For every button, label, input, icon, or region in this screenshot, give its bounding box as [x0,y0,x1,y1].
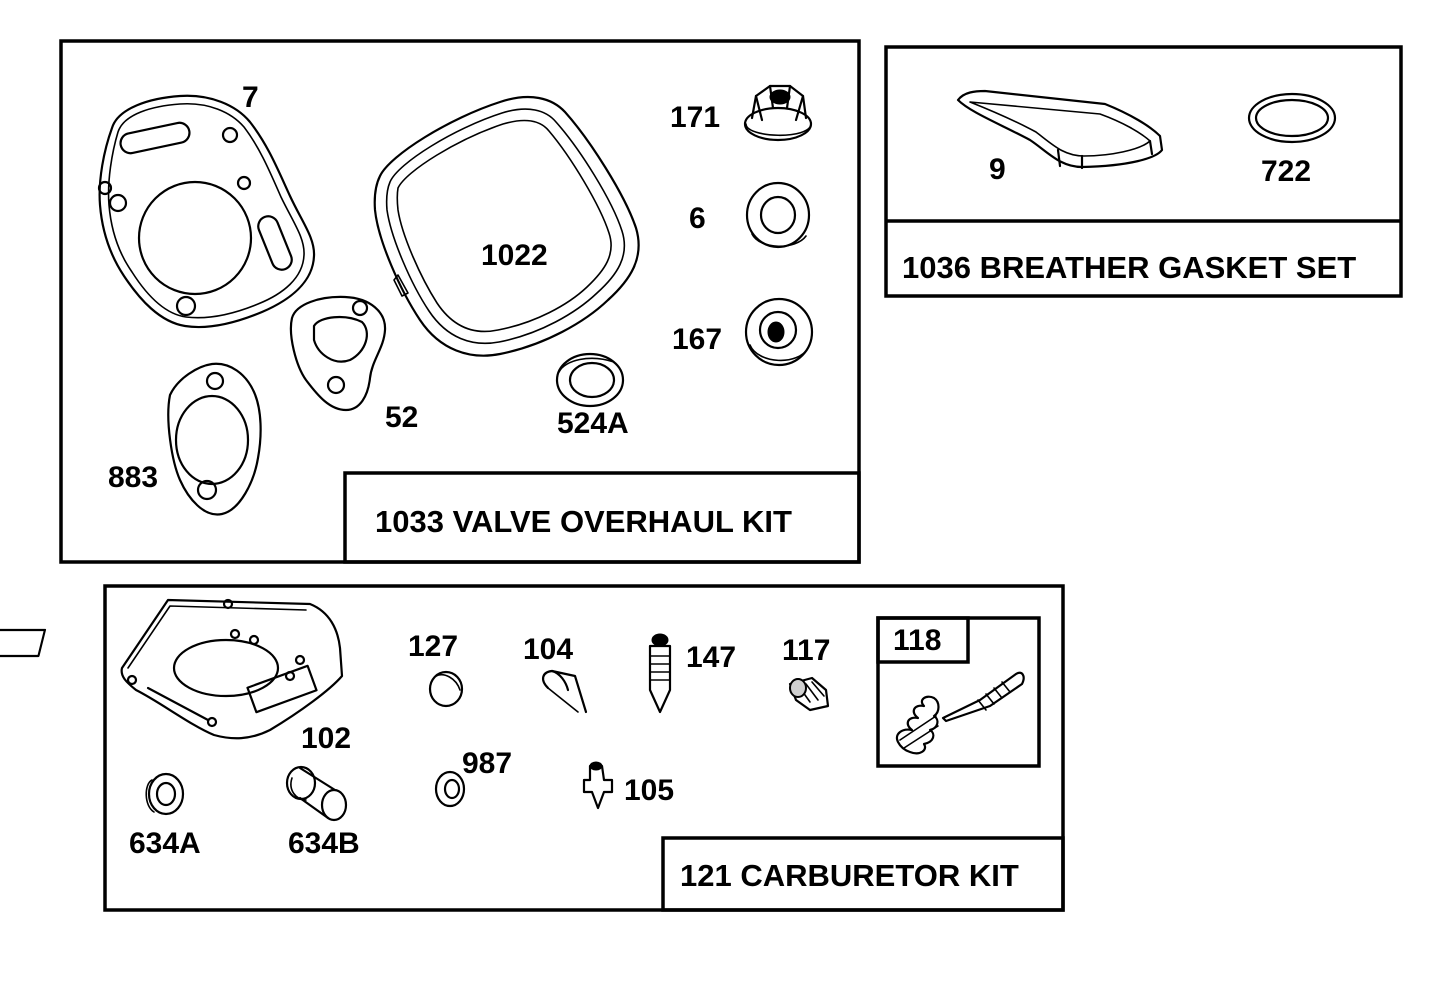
part-987-label: 987 [462,747,512,780]
adjust-screw-icon [788,676,830,712]
valve-cover-gasket-icon [373,95,640,357]
part-52-label: 52 [385,401,418,434]
breather-gasket-set-title: 1036 BREATHER GASKET SET [902,250,1356,285]
part-634b-label: 634B [288,827,360,860]
carburetor-gasket-icon [0,598,344,740]
part-127-label: 127 [408,630,458,663]
part-147-label: 147 [686,641,736,674]
exhaust-gasket-icon [167,362,262,516]
carburetor-kit-title: 121 CARBURETOR KIT [680,858,1019,893]
mixture-screw-kit-panel [876,616,1041,768]
valve-overhaul-kit-title: 1033 VALVE OVERHAUL KIT [375,504,792,539]
hinge-pin-icon [542,669,588,714]
part-102-label: 102 [301,722,351,755]
part-883-label: 883 [108,461,158,494]
part-118-tag [876,616,970,664]
part-104-label: 104 [523,633,573,666]
washer-icon [434,770,466,808]
oil-seal-icon [555,352,625,408]
part-117-label: 117 [782,634,830,667]
grommet-icon [744,297,814,367]
breather-gasket-icon [956,89,1164,170]
oil-seal-icon [145,772,185,816]
mixture-screw-spring-icon [895,671,1025,755]
part-118-label: 118 [893,624,941,657]
seal-ring-icon [745,181,811,249]
intake-gasket-icon [289,295,387,412]
valve-overhaul-kit-panel: 1033 VALVE OVERHAUL KIT 7 1022 [59,39,861,564]
breather-gasket-set-panel: 1036 BREATHER GASKET SET 9 722 [884,45,1403,298]
part-9-label: 9 [989,153,1006,186]
welch-plug-icon [428,670,464,708]
part-7-label: 7 [242,81,259,114]
needle-seat-icon [582,761,614,810]
part-167-label: 167 [672,323,722,356]
part-171-label: 171 [670,101,720,134]
part-1022-label: 1022 [481,239,548,272]
flange-nut-icon [743,84,813,142]
carburetor-kit-border [103,584,1065,912]
head-gasket-icon [97,94,316,329]
part-634a-label: 634A [129,827,201,860]
carburetor-kit-title-box [661,836,1065,912]
o-ring-icon [1247,92,1337,144]
part-524a-label: 524A [557,407,629,440]
part-722-label: 722 [1261,155,1311,188]
breather-gasket-set-border [884,45,1403,298]
part-105-label: 105 [624,774,674,807]
valve-overhaul-kit-title-box [343,471,861,564]
bushing-icon [285,765,348,822]
carburetor-kit-panel: 121 CARBURETOR KIT 102 127 [0,584,1065,912]
inlet-needle-icon [648,633,672,714]
part-6-label: 6 [689,202,706,235]
